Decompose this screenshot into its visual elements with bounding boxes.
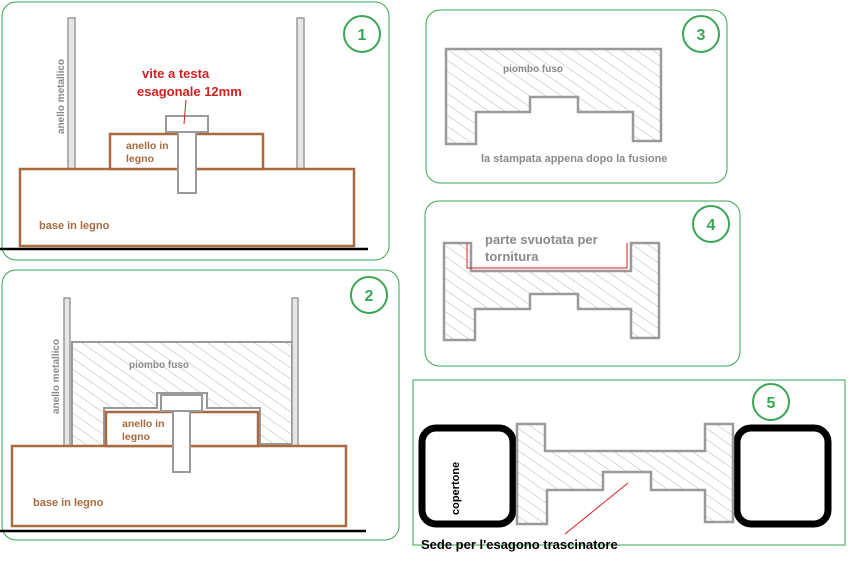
screw-leader <box>183 99 187 125</box>
label-hollow-2: tornitura <box>485 249 539 264</box>
panel-5-frame <box>412 379 846 546</box>
screw-shank <box>177 131 197 194</box>
panel-1-frame <box>1 1 390 261</box>
panel-3-frame <box>425 9 728 184</box>
label-metal-ring-2: anello metallico <box>51 339 62 414</box>
label-screw-1: vite a testa <box>142 66 210 81</box>
panel-4: 4 parte svuotata per tornitura <box>424 200 741 367</box>
wheel-profile-5 <box>515 422 735 526</box>
panel-4-number: 4 <box>707 217 716 234</box>
metal-ring-right <box>296 17 305 173</box>
hollow-outline <box>466 243 628 269</box>
panel-1: 1 anello metallico vite a testa esagonal… <box>0 1 390 261</box>
panel-1-badge <box>343 15 381 53</box>
panel-4-badge <box>692 205 730 243</box>
label-tire: copertone <box>450 462 462 515</box>
panel-3-badge <box>682 15 720 53</box>
label-hollow-1: parte svuotata per <box>485 232 598 247</box>
metal-ring-right-2 <box>291 297 299 451</box>
label-wood-ring-2: legno <box>126 153 154 165</box>
tire-left <box>418 424 517 528</box>
label-wood-ring-2a: anello in <box>122 418 165 430</box>
screw-head-2 <box>160 394 203 412</box>
panel-4-frame <box>424 200 741 367</box>
metal-ring-left <box>67 17 76 175</box>
screw-shank-2 <box>172 410 191 473</box>
label-base-2: base in legno <box>33 497 104 509</box>
panel-3: 3 piombo fuso la stampata appena dopo la… <box>425 9 728 184</box>
panel-5-badge <box>752 383 790 421</box>
label-lead-3: piombo fuso <box>503 64 563 75</box>
panel-2-number: 2 <box>365 288 374 305</box>
label-wood-ring-2b: legno <box>122 431 150 443</box>
tire-right <box>733 424 832 528</box>
panel-2: 2 anello metallico piombo fuso anello in… <box>0 269 400 541</box>
metal-ring-left-2 <box>63 297 71 451</box>
label-metal-ring: anello metallico <box>56 59 67 134</box>
panel-5: 5 copertone Sede per l'esagono trascinat… <box>412 379 846 552</box>
label-wood-ring-1: anello in <box>126 140 169 152</box>
label-base: base in legno <box>39 220 110 232</box>
panel-3-number: 3 <box>697 27 706 44</box>
casting-profile-3 <box>444 47 663 146</box>
panel-2-badge <box>350 276 388 314</box>
label-caption-3: la stampata appena dopo la fusione <box>481 153 667 165</box>
label-seat: Sede per l'esagono trascinatore <box>421 537 618 552</box>
panel-5-number: 5 <box>767 395 776 412</box>
label-lead-2: piombo fuso <box>129 360 189 371</box>
screw-head <box>165 115 209 133</box>
panel-2-frame <box>1 269 400 541</box>
turned-profile-4 <box>442 241 661 342</box>
panel-1-number: 1 <box>358 27 367 44</box>
seat-leader <box>564 482 629 535</box>
wood-base-2 <box>10 444 348 528</box>
label-screw-2: esagonale 12mm <box>137 84 242 99</box>
